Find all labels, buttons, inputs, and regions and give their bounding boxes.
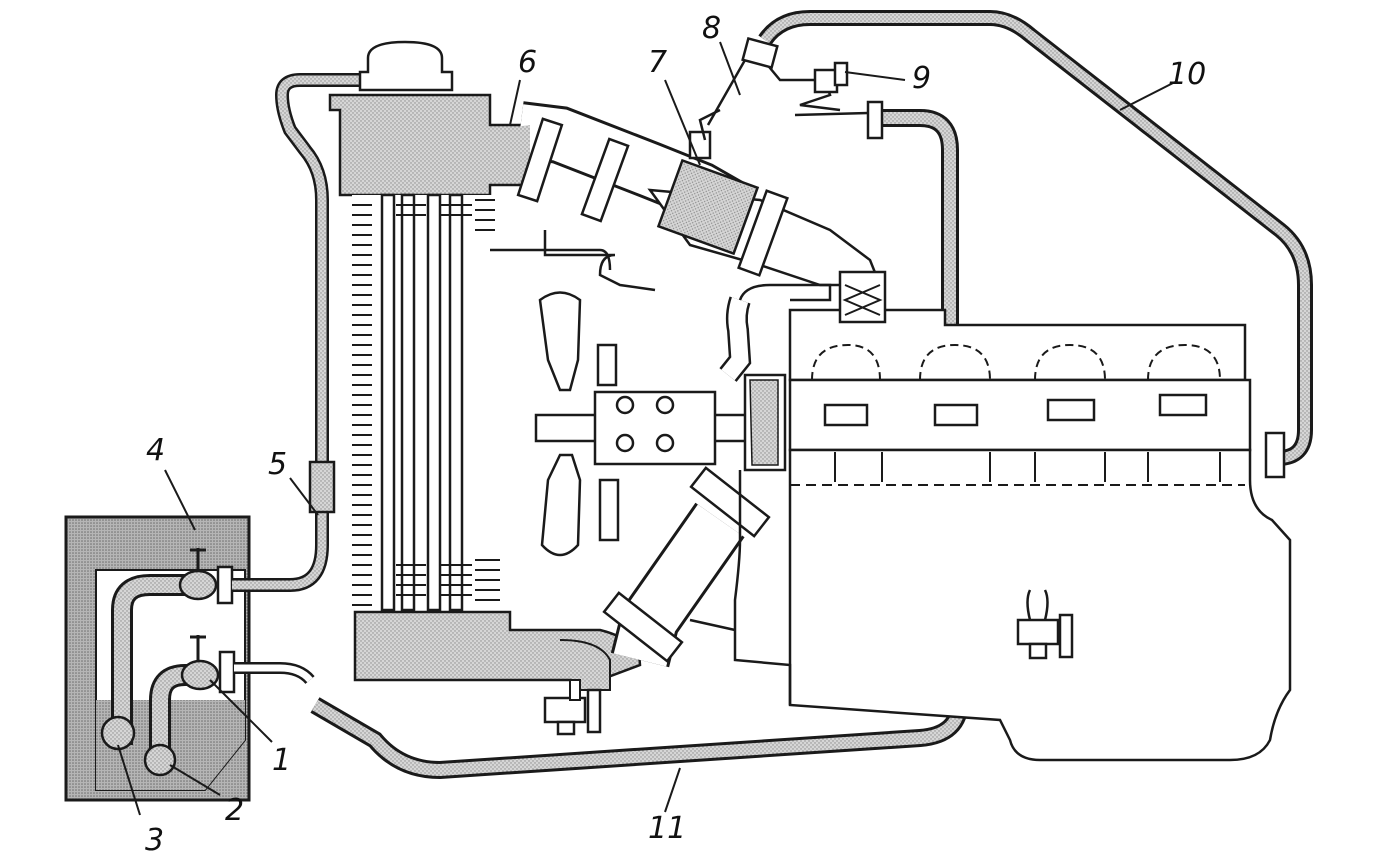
callout-11: 11 (648, 811, 686, 846)
lower-hose (559, 466, 771, 691)
callout-9: 9 (912, 61, 931, 96)
callout-3: 3 (145, 823, 164, 856)
callout-10: 10 (1168, 57, 1206, 92)
fan-and-water-pump (490, 230, 887, 557)
callout-1: 1 (272, 743, 291, 778)
engine-block (788, 308, 1292, 762)
timing-cover-outline (733, 470, 792, 705)
callout-8: 8 (702, 11, 721, 46)
callout-5: 5 (268, 447, 287, 482)
vent-line-10 (758, 10, 1313, 479)
return-line-11 (310, 100, 970, 780)
callout-6: 6 (518, 45, 537, 80)
leader-lines (117, 41, 1176, 816)
thermostat-7 (647, 108, 882, 287)
radiator (328, 40, 642, 682)
expansion-tank (64, 515, 251, 802)
callout-2: 2 (225, 793, 244, 828)
callout-7: 7 (648, 45, 667, 80)
bleed-valve-8-9 (706, 36, 869, 126)
callout-labels: 1 2 3 4 5 6 7 8 9 10 11 (145, 11, 1206, 856)
radiator-drain-tap (543, 679, 602, 736)
vent-line-5 (232, 73, 380, 592)
callout-4: 4 (146, 433, 165, 468)
